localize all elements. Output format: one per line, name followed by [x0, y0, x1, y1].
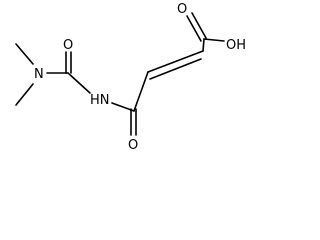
atom-oh-group: OH: [226, 38, 246, 53]
atom-o-acid-carbonyl: O: [177, 2, 187, 17]
bond-amide-c-to-alkene: [133, 71, 149, 112]
atom-o-urea: O: [63, 38, 73, 53]
bond-alkene-to-acid-c: [202, 38, 205, 52]
bond-acid-co-1: [186, 15, 202, 42]
bond-acid-c-to-oh: [203, 38, 225, 42]
atom-n-dimethyl: N: [34, 67, 44, 82]
bond-methyl-top: [15, 43, 34, 65]
bond-urea-c-to-nh: [67, 72, 91, 94]
bond-alkene-2: [149, 58, 202, 80]
atom-o-amide: O: [128, 138, 138, 153]
bond-acid-co-2: [191, 12, 207, 39]
bond-alkene-1: [147, 50, 204, 73]
bond-methyl-bottom: [15, 83, 34, 106]
atom-nh-group: HN: [90, 93, 110, 108]
molecule-drawing: O OH O N HN O: [15, 2, 246, 153]
structure-canvas: O OH O N HN O: [15, 2, 247, 153]
